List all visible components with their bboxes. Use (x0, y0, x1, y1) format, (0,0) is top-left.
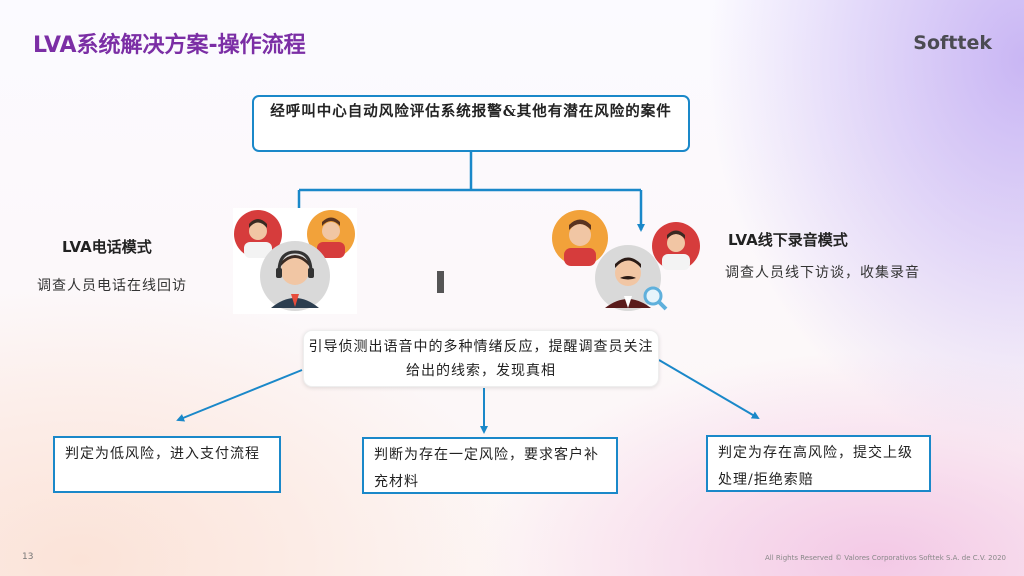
phone-mode-title-latin: LVA (62, 238, 92, 256)
trigger-box: 经呼叫中心自动风险评估系统报警&其他有潜在风险的案件 (252, 95, 690, 152)
page-number: 13 (22, 552, 34, 562)
softtek-logo: Softtek (913, 32, 992, 54)
magnifier-icon (643, 286, 668, 311)
low-risk-outcome: 判定为低风险，进入支付流程 (53, 436, 281, 493)
offline-mode-title: LVA线下录音模式 (728, 229, 848, 250)
divider-mark (437, 271, 444, 293)
offline-mode-desc: 调查人员线下访谈，收集录音 (725, 265, 920, 281)
customer-avatar-icon (307, 210, 355, 258)
copyright: All Rights Reserved © Valores Corporativ… (765, 554, 1006, 562)
customer-avatar-icon (234, 210, 282, 258)
outcome-arrows (176, 359, 760, 434)
customer-avatar-icon (552, 210, 608, 266)
offline-mode-image (550, 208, 702, 314)
call-center-agent-icon (260, 241, 330, 311)
phone-mode-title: LVA电话模式 (62, 236, 152, 257)
customer-avatar-icon (652, 222, 700, 270)
high-risk-outcome: 判定为存在高风险，提交上级处理/拒绝索赔 (706, 435, 931, 492)
phone-mode-desc: 调查人员电话在线回访 (37, 278, 187, 294)
top-split-connector (295, 152, 645, 232)
page-title: LVA系统解决方案-操作流程 (33, 33, 306, 58)
offline-mode-title-cn: 线下录音模式 (757, 231, 848, 249)
offline-mode-title-latin: LVA (728, 231, 758, 249)
analysis-box: 引导侦测出语音中的多种情绪反应，提醒调查员关注给出的线索，发现真相 (303, 330, 659, 387)
medium-risk-outcome: 判断为存在一定风险，要求客户补充材料 (362, 437, 618, 494)
phone-mode-title-cn: 电话模式 (91, 238, 152, 256)
phone-mode-image (233, 208, 357, 314)
